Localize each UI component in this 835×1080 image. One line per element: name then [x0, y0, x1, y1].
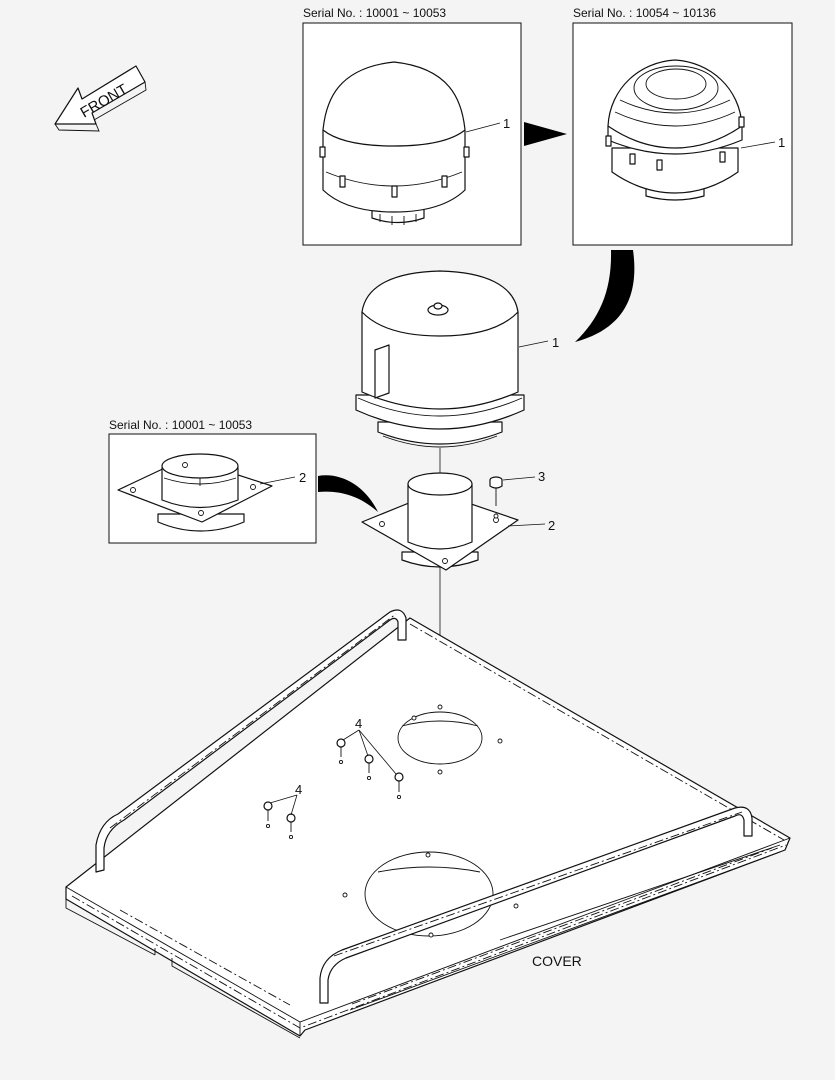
air-cleaner-early [319, 61, 470, 225]
flange-bolt [489, 476, 503, 519]
curve-arrow-mid [318, 475, 378, 512]
inset-top-right-serial: Serial No. : 10054 ~ 10136 [573, 6, 716, 20]
flange-early [117, 453, 273, 532]
callout-4-upper: 4 [355, 716, 362, 731]
callout-1-main: 1 [552, 335, 559, 350]
callout-1-inset-top-right: 1 [778, 135, 785, 150]
change-arrow [524, 122, 567, 146]
callout-4-lower: 4 [295, 782, 302, 797]
callout-3-bolt: 3 [538, 469, 545, 484]
callout-2-main: 2 [548, 518, 555, 533]
inset-top-left-serial: Serial No. : 10001 ~ 10053 [303, 6, 446, 20]
cover-handles [95, 609, 753, 1004]
inset-top-right: Serial No. : 10054 ~ 10136 1 [572, 6, 793, 246]
main-flange [361, 472, 519, 571]
main-air-cleaner [355, 270, 525, 448]
air-cleaner-late [605, 59, 745, 201]
callout-1-inset-top-left: 1 [503, 116, 510, 131]
front-direction-arrow: FRONT [54, 65, 147, 132]
curve-arrow-top [575, 250, 635, 342]
inset-mid-left: Serial No. : 10001 ~ 10053 2 [108, 418, 317, 544]
cover-bolts-upper [336, 729, 404, 800]
callout-2-inset-mid-left: 2 [299, 470, 306, 485]
inset-top-left: Serial No. : 10001 ~ 10053 1 [302, 6, 522, 246]
inset-mid-left-serial: Serial No. : 10001 ~ 10053 [109, 418, 252, 432]
cover-label: COVER [532, 953, 582, 969]
cover-bolts-lower [263, 794, 298, 840]
